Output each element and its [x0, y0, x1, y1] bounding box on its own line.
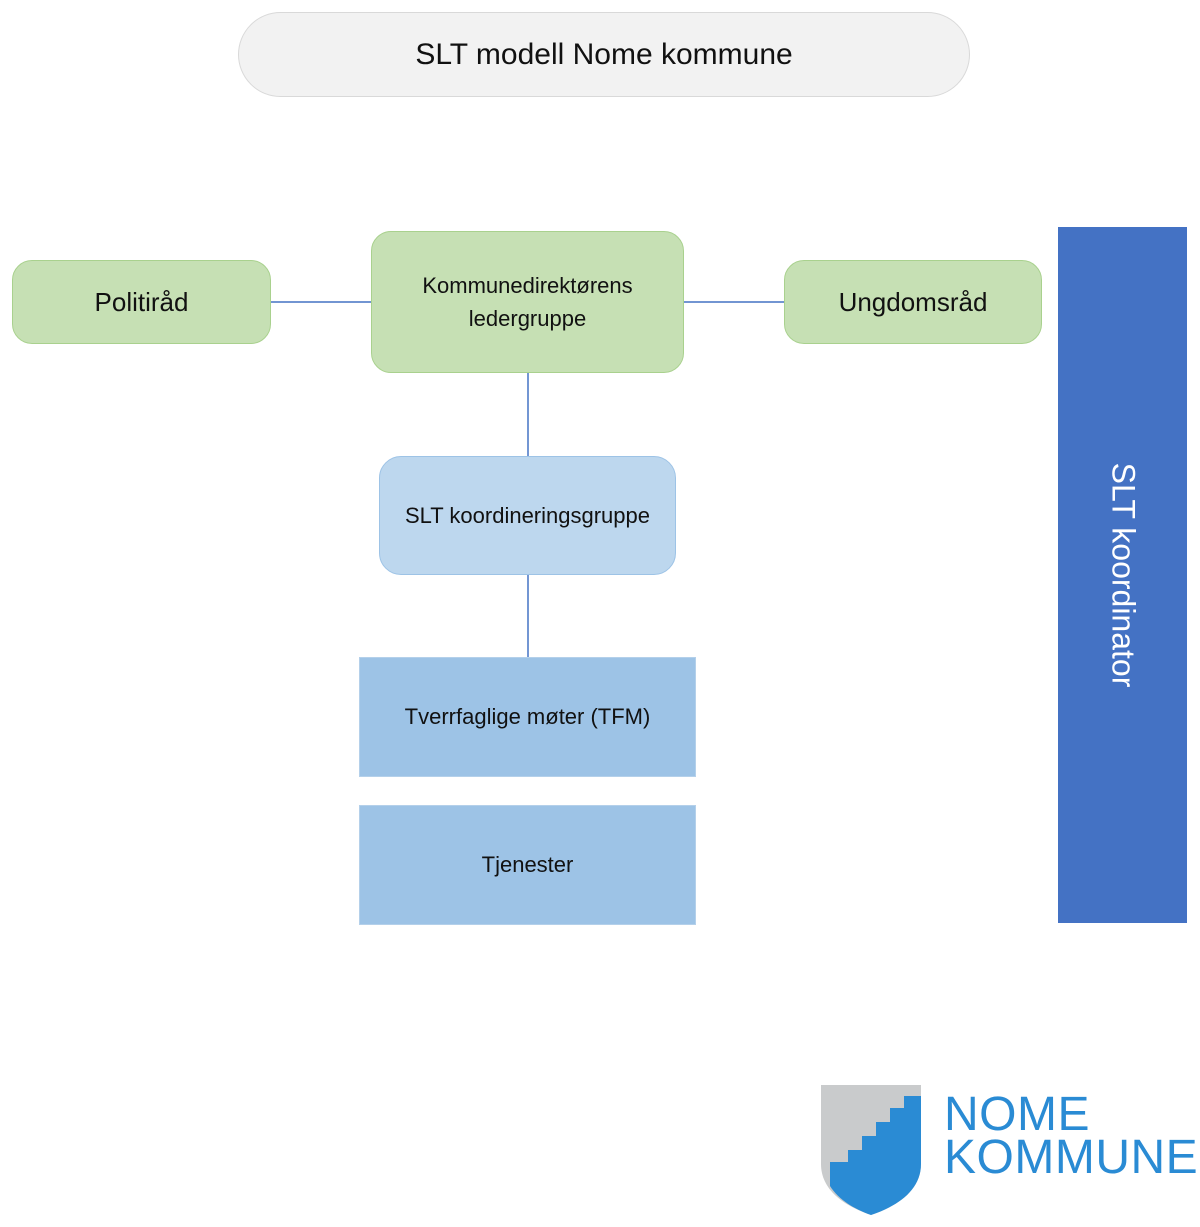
node-ledergruppe: Kommunedirektørens ledergruppe — [371, 231, 684, 373]
node-politirad-label: Politiråd — [94, 286, 189, 317]
diagram-title: SLT modell Nome kommune — [238, 12, 970, 97]
logo-line-nome: NOME — [944, 1088, 1090, 1141]
node-koordineringsgruppe: SLT koordineringsgruppe — [379, 456, 676, 575]
node-slt-koordinator-label: SLT koordinator — [1105, 462, 1141, 688]
node-tjenester-label: Tjenester — [481, 852, 574, 877]
node-slt-koordinator: SLT koordinator — [1058, 227, 1187, 923]
node-tfm-label: Tverrfaglige møter (TFM) — [404, 704, 651, 729]
logo-line-kommune: KOMMUNE — [944, 1131, 1199, 1184]
nome-kommune-shield-logo — [821, 1085, 921, 1215]
node-tjenester: Tjenester — [359, 805, 696, 925]
nome-kommune-wordmark: NOME KOMMUNE — [944, 1088, 1199, 1184]
node-tfm: Tverrfaglige møter (TFM) — [359, 657, 696, 777]
node-ungdomsrad-label: Ungdomsråd — [838, 286, 988, 317]
node-politirad: Politiråd — [12, 260, 271, 344]
node-ungdomsrad: Ungdomsråd — [784, 260, 1042, 344]
node-koordineringsgruppe-label: SLT koordineringsgruppe — [404, 502, 650, 528]
node-ledergruppe-label: Kommunedirektørens ledergruppe — [422, 273, 633, 331]
